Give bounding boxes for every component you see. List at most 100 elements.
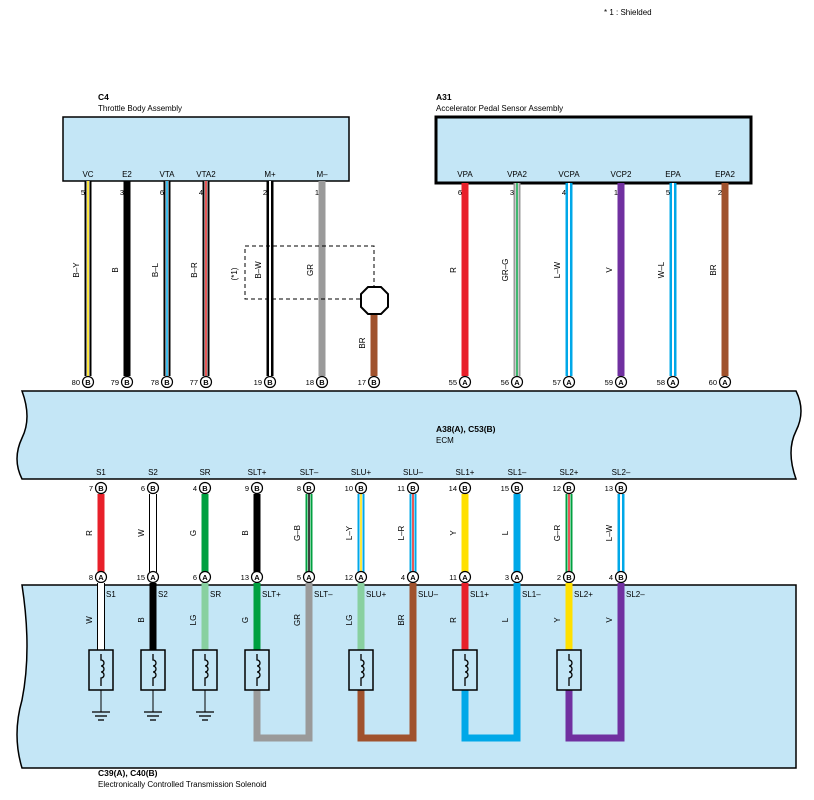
solenoid-pin-number: 4 <box>609 573 613 582</box>
ecm-output-pin-name: SL1– <box>508 468 527 477</box>
solenoid-pin-name: S2 <box>158 590 168 599</box>
throttle-pin-name: E2 <box>122 170 132 179</box>
solenoid-id: C39(A), C40(B) <box>98 768 158 778</box>
solenoid-pin-name: SL2+ <box>574 590 593 599</box>
inner-wire-color-label: LG <box>345 615 354 626</box>
ecm-output-pin-name: SL1+ <box>456 468 475 477</box>
solenoid-connector-pin-letter: B <box>566 573 572 582</box>
ecm-connector-pin-letter: B <box>124 378 130 387</box>
ecm-output-pin-number: 4 <box>193 484 197 493</box>
shield-box <box>244 245 375 300</box>
wire-color-label: GR–G <box>501 259 510 282</box>
solenoid-return-loop <box>253 583 313 742</box>
ecm-output-connector-pin-letter: B <box>306 484 312 493</box>
solenoid-connector-pin <box>614 570 628 584</box>
ecm-box <box>16 390 802 480</box>
solenoid-pin-number: 5 <box>297 573 301 582</box>
ecm-output-connector-pin-letter: B <box>566 484 572 493</box>
ecm-output-pin-name: SLU+ <box>351 468 372 477</box>
lower-wire-color-label: Y <box>449 530 458 536</box>
ecm-pin-number: 18 <box>306 378 314 387</box>
solenoid-coil-winding <box>464 654 469 686</box>
ecm-pin-number: 19 <box>254 378 262 387</box>
ecm-connector-pin-letter: B <box>319 378 325 387</box>
ecm-output-connector-pin-letter: B <box>98 484 104 493</box>
inner-wire-color-label: B <box>137 617 146 622</box>
ecm-output-connector-pin <box>614 481 628 495</box>
ecm-output-pin-name: SR <box>199 468 210 477</box>
solenoid-pin-name: SL2– <box>626 590 645 599</box>
throttle-name: Throttle Body Assembly <box>98 104 182 113</box>
ground-shield-symbol <box>360 286 389 315</box>
lower-wire-color-label: G <box>189 530 198 536</box>
wire-color-label: B–Y <box>72 262 81 278</box>
connector-pin-number: 4 <box>562 188 566 197</box>
solenoid-box <box>16 584 797 769</box>
connector-pin-number: 2 <box>263 188 267 197</box>
ecm-connector-pin <box>367 375 381 389</box>
wire-color-label: V <box>605 267 614 273</box>
ecm-pin-number: 80 <box>72 378 80 387</box>
throttle-pin-name: M– <box>316 170 328 179</box>
solenoid-coil-winding <box>256 654 261 686</box>
solenoid-coil-winding <box>360 654 365 686</box>
inner-wire-color-label: GR <box>293 614 302 626</box>
inner-wire-color-label: G <box>241 617 250 623</box>
solenoid-pin-number: 3 <box>505 573 509 582</box>
connector-pin-number: 6 <box>160 188 164 197</box>
solenoid-connector-pin <box>510 570 524 584</box>
lower-wire-color-label: B <box>241 530 250 535</box>
throttle-pin-name: VPA <box>457 170 473 179</box>
solenoid-connector-pin <box>146 570 160 584</box>
ecm-connector-pin <box>510 375 524 389</box>
wire-color-label: W–L <box>657 261 666 278</box>
connector-pin-number: 1 <box>614 188 618 197</box>
inner-wire-color-label: LG <box>189 615 198 626</box>
solenoid-connector-pin-letter: A <box>514 573 520 582</box>
ecm-output-pin-number: 11 <box>397 484 405 493</box>
ecm-output-connector-pin <box>198 481 212 495</box>
solenoid-connector-pin <box>250 570 264 584</box>
ecm-output-pin-number: 13 <box>605 484 613 493</box>
solenoid-pin-name: SL1– <box>522 590 541 599</box>
ecm-pin-number: 59 <box>605 378 613 387</box>
shield-label: (*1) <box>230 267 239 280</box>
solenoid-return-loop <box>357 583 417 742</box>
connector-pin-number: 3 <box>510 188 514 197</box>
ecm-connector-pin <box>199 375 213 389</box>
solenoid-return-loop <box>565 583 625 742</box>
throttle-pin-name: M+ <box>264 170 276 179</box>
connector-pin-number: 1 <box>315 188 319 197</box>
ecm-output-pin-name: SL2+ <box>560 468 579 477</box>
ecm-output-connector-pin <box>302 481 316 495</box>
solenoid-connector-pin-letter: A <box>202 573 208 582</box>
ecm-output-connector-pin <box>562 481 576 495</box>
throttle-id: C4 <box>98 92 109 102</box>
solenoid-pin-name: SLU+ <box>366 590 387 599</box>
ecm-pin-number: 57 <box>553 378 561 387</box>
solenoid-pin-number: 12 <box>345 573 353 582</box>
ecm-connector-pin <box>458 375 472 389</box>
throttle-pin-name: VCP2 <box>611 170 632 179</box>
ecm-connector-pin-letter: B <box>267 378 273 387</box>
solenoid-coil-winding <box>204 654 209 686</box>
ecm-connector-pin <box>666 375 680 389</box>
ecm-connector-pin-letter: A <box>514 378 520 387</box>
ecm-output-pin-name: SL2– <box>612 468 631 477</box>
throttle-pin-name: EPA2 <box>715 170 735 179</box>
ecm-output-connector-pin-letter: B <box>150 484 156 493</box>
solenoid-connector-pin-letter: A <box>98 573 104 582</box>
ecm-pin-number: 60 <box>709 378 717 387</box>
solenoid-pin-number: 8 <box>89 573 93 582</box>
solenoid-pin-name: SL1+ <box>470 590 489 599</box>
wire-color-label: R <box>449 267 458 273</box>
ecm-connector-pin <box>120 375 134 389</box>
solenoid-return-loop <box>461 583 521 742</box>
throttle-body-box <box>62 116 350 182</box>
throttle-pin-name: VTA2 <box>196 170 216 179</box>
ecm-output-connector-pin-letter: B <box>254 484 260 493</box>
solenoid-connector-pin <box>458 570 472 584</box>
solenoid-connector-pin-letter: A <box>410 573 416 582</box>
ecm-output-connector-pin-letter: B <box>618 484 624 493</box>
ecm-connector-pin <box>562 375 576 389</box>
